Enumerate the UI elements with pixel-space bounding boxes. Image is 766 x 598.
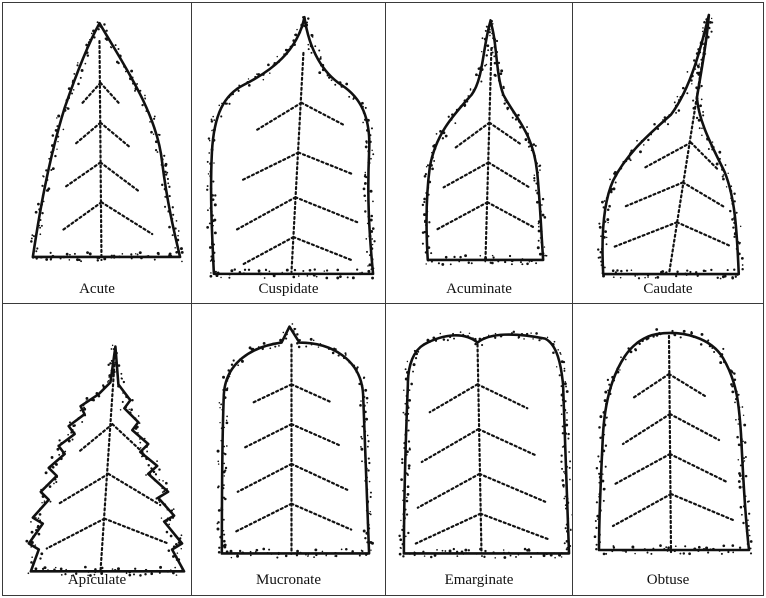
leaf-label-caudate: Caudate: [573, 281, 763, 298]
obtuse-leaf-drawing: [573, 304, 763, 595]
cuspidate-leaf-drawing: [192, 3, 385, 303]
acute-leaf-drawing: [3, 3, 191, 303]
leaf-cell-mucronate: Mucronate: [192, 304, 386, 595]
leaf-cell-obtuse: Obtuse: [573, 304, 763, 595]
emarginate-leaf-drawing: [386, 304, 572, 595]
leaf-cell-caudate: Caudate: [573, 3, 763, 304]
leaf-label-emarginate: Emarginate: [386, 572, 572, 589]
leaf-label-obtuse: Obtuse: [573, 572, 763, 589]
leaf-cell-apiculate: Apiculate: [3, 304, 192, 595]
leaf-label-acuminate: Acuminate: [386, 281, 572, 298]
leaf-cell-cuspidate: Cuspidate: [192, 3, 386, 304]
leaf-label-apiculate: Apiculate: [3, 572, 191, 589]
leaf-cell-acute: Acute: [3, 3, 192, 304]
apiculate-leaf-drawing: [3, 304, 191, 595]
leaf-cell-acuminate: Acuminate: [386, 3, 573, 304]
caudate-leaf-drawing: [573, 3, 763, 303]
leaf-label-cuspidate: Cuspidate: [192, 281, 385, 298]
acuminate-leaf-drawing: [386, 3, 572, 303]
leaf-cell-emarginate: Emarginate: [386, 304, 573, 595]
leaf-label-mucronate: Mucronate: [192, 572, 385, 589]
mucronate-leaf-drawing: [192, 304, 385, 595]
leaf-label-acute: Acute: [3, 281, 191, 298]
